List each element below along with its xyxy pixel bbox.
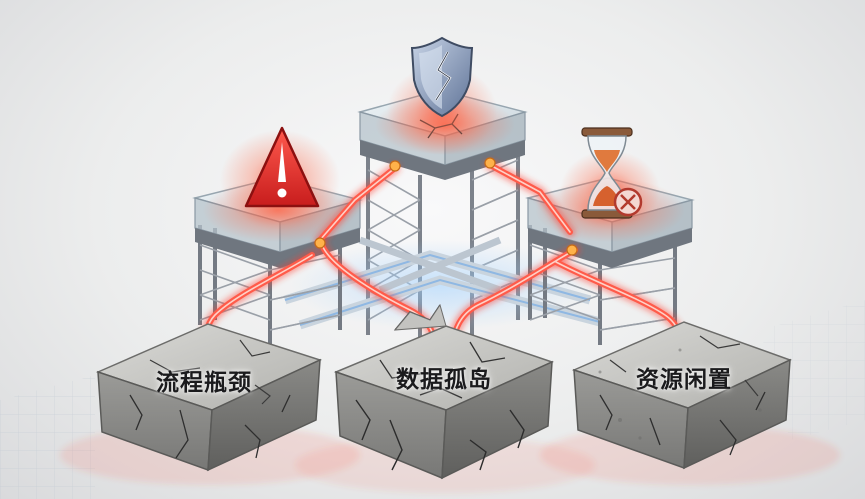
- concrete-block-bottleneck: [60, 323, 360, 485]
- cracked-shield-icon: [387, 36, 497, 155]
- floor-grid: [0, 375, 95, 499]
- label-process-bottleneck: 流程瓶颈: [156, 370, 252, 396]
- label-resource-idle: 资源闲置: [636, 367, 732, 393]
- concrete-block-resource-idle: [540, 321, 840, 485]
- warning-triangle-icon: [220, 126, 340, 230]
- hourglass-stop-icon: [560, 127, 660, 230]
- concrete-block-data-silo: [295, 303, 595, 493]
- label-data-silo: 数据孤岛: [396, 367, 492, 393]
- glowing-rails: [283, 236, 602, 330]
